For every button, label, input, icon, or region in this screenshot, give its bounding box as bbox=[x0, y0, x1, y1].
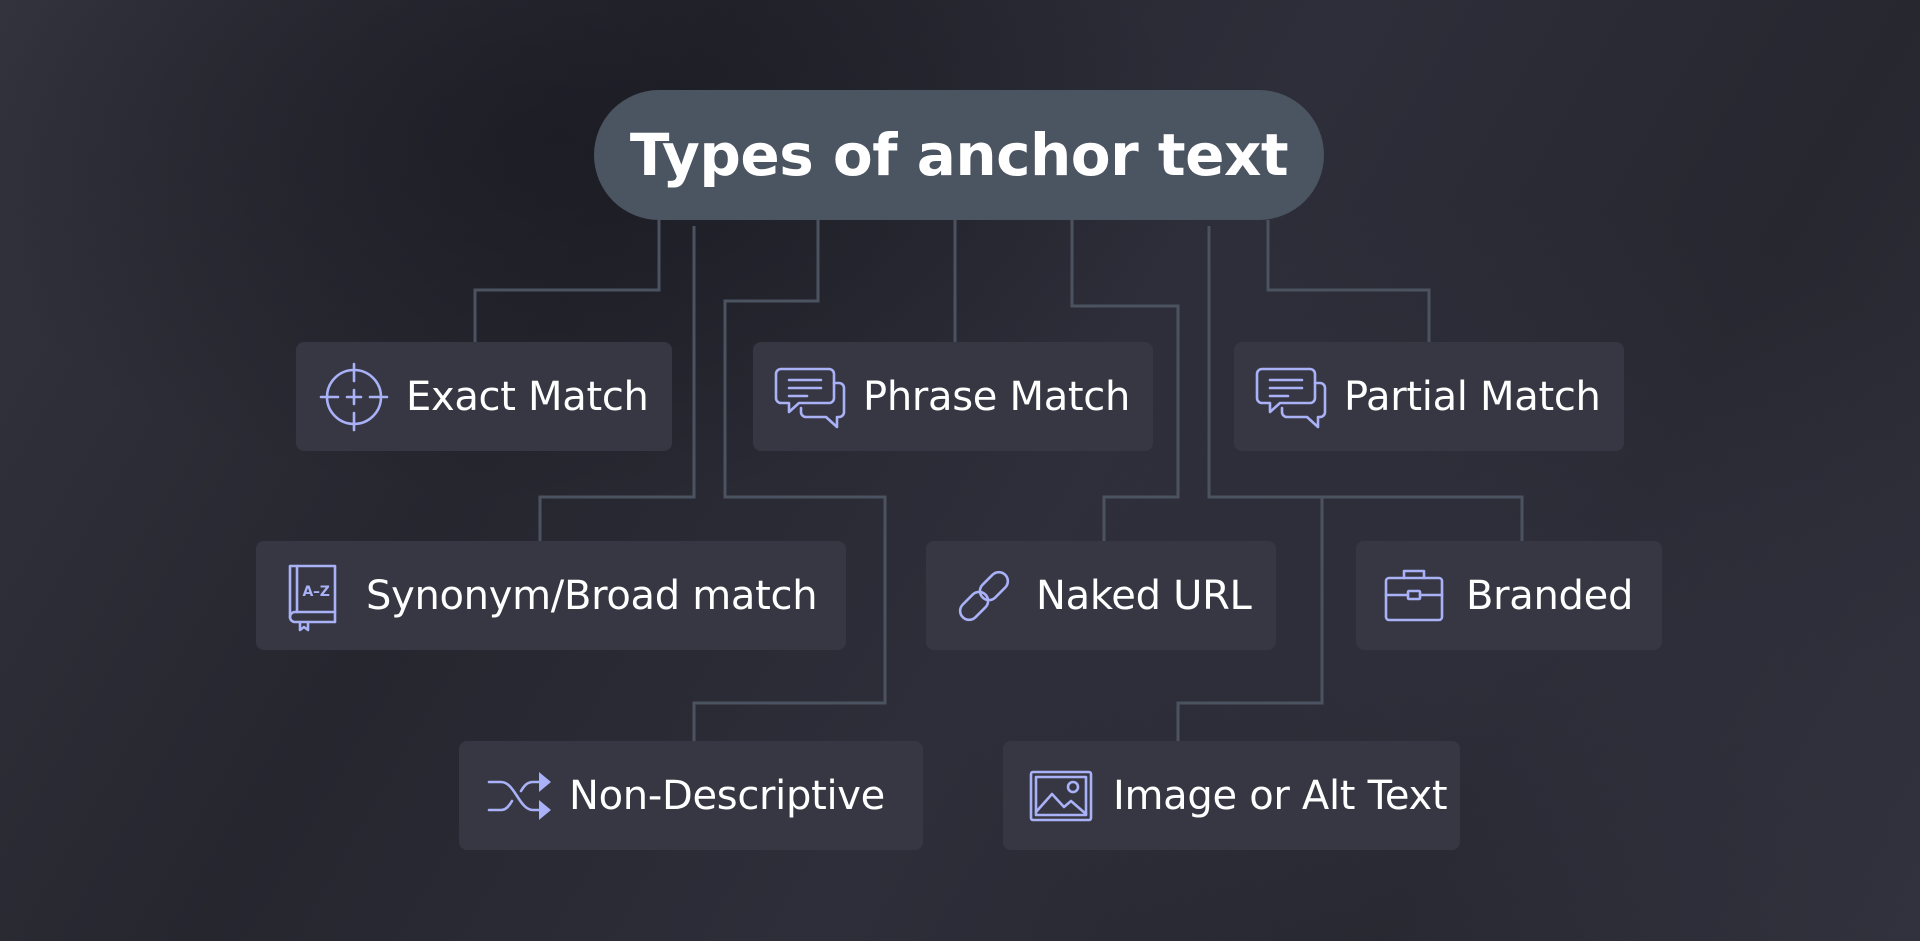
node-label: Non-Descriptive bbox=[569, 772, 885, 819]
shuffle-icon bbox=[481, 760, 553, 832]
node-phrase-match: Phrase Match bbox=[753, 342, 1153, 451]
svg-text:A–Z: A–Z bbox=[302, 584, 329, 600]
node-naked-url: Naked URL bbox=[926, 541, 1276, 650]
connector-image-alt bbox=[1176, 497, 1324, 741]
image-icon bbox=[1025, 760, 1097, 832]
node-label: Synonym/Broad match bbox=[366, 572, 818, 619]
node-exact-match: Exact Match bbox=[296, 342, 672, 451]
chat-bubbles-icon bbox=[774, 361, 847, 433]
node-synonym-broad: A–Z Synonym/Broad match bbox=[256, 541, 846, 650]
chat-bubbles-icon bbox=[1255, 361, 1328, 433]
connector-partial-match bbox=[1266, 220, 1431, 342]
link-icon bbox=[948, 560, 1020, 632]
node-partial-match: Partial Match bbox=[1234, 342, 1624, 451]
connector-naked-url bbox=[1070, 220, 1180, 541]
node-non-descriptive: Non-Descriptive bbox=[459, 741, 923, 850]
node-label: Naked URL bbox=[1036, 572, 1252, 619]
crosshair-icon bbox=[318, 361, 390, 433]
node-label: Partial Match bbox=[1344, 373, 1601, 420]
node-label: Branded bbox=[1466, 572, 1634, 619]
connector-non-descriptive bbox=[692, 220, 887, 741]
connector-exact-match bbox=[473, 220, 661, 342]
connector-synonym-broad bbox=[538, 226, 696, 541]
dictionary-book-icon: A–Z bbox=[278, 560, 350, 632]
node-branded: Branded bbox=[1356, 541, 1662, 650]
connector-branded-image bbox=[1207, 226, 1524, 541]
node-label: Image or Alt Text bbox=[1113, 772, 1448, 819]
node-image-alt: Image or Alt Text bbox=[1003, 741, 1460, 850]
node-label: Exact Match bbox=[406, 373, 649, 420]
briefcase-icon bbox=[1378, 560, 1450, 632]
diagram-title: Types of anchor text bbox=[594, 90, 1324, 220]
node-label: Phrase Match bbox=[863, 373, 1131, 420]
